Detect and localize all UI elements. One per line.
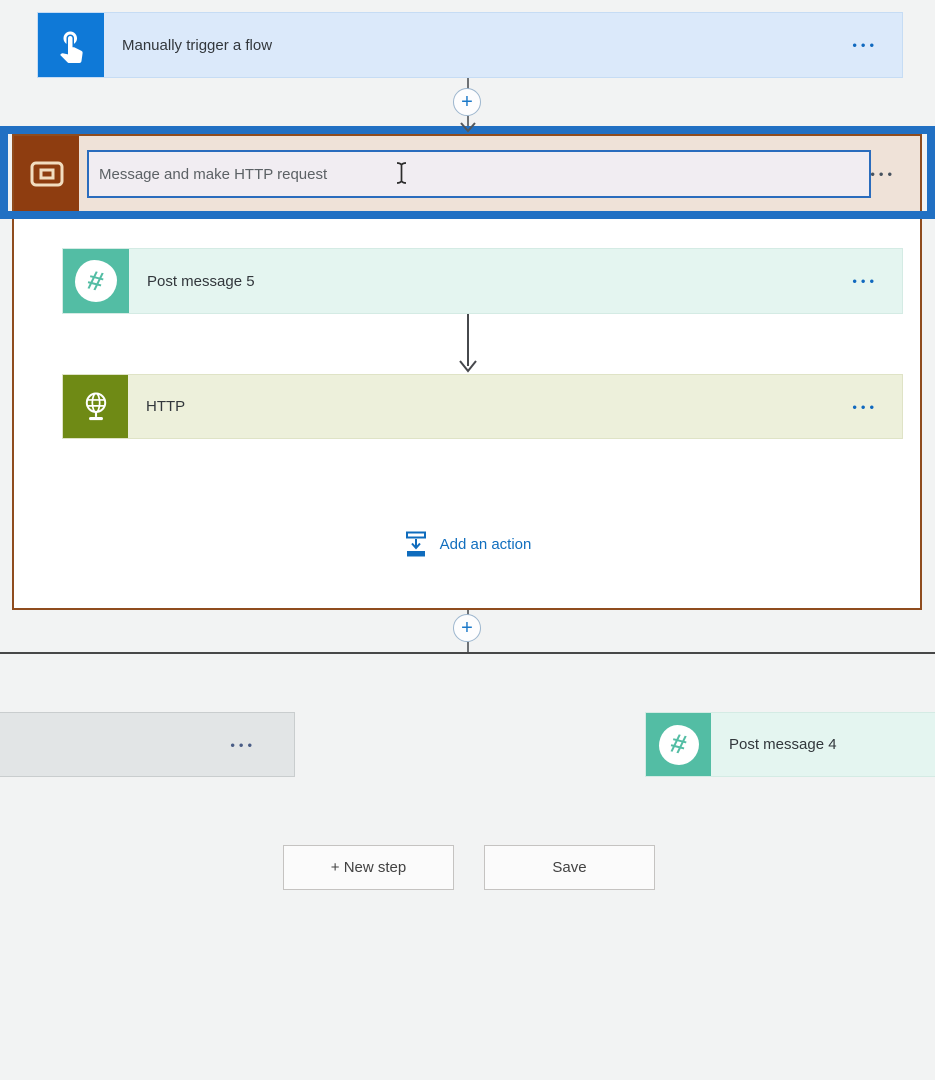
slack-hash-icon: #	[63, 249, 129, 313]
action-label: Post message 5	[147, 272, 255, 290]
touch-icon	[38, 13, 104, 77]
action-card-http[interactable]: HTTP •••	[62, 374, 903, 439]
connector-line	[467, 116, 469, 128]
action-label: HTTP	[146, 398, 186, 415]
scope-frame-icon	[14, 136, 79, 212]
arrow-down-icon	[460, 122, 476, 133]
scope-header[interactable]: •••	[14, 136, 920, 212]
trigger-label: Manually trigger a flow	[122, 36, 273, 54]
add-an-action-link[interactable]: Add an action	[0, 531, 935, 558]
branch-card-left[interactable]: •••	[0, 712, 295, 777]
new-step-button[interactable]: + New step	[283, 845, 454, 890]
insert-action-icon	[405, 531, 426, 557]
action-menu-ellipsis-button[interactable]: •••	[852, 399, 878, 414]
arrow-down-icon	[459, 360, 477, 373]
globe-icon	[63, 375, 128, 438]
scope-title-input[interactable]	[87, 150, 871, 198]
insert-step-plus-button-top[interactable]: +	[453, 88, 481, 116]
trigger-card-manually-trigger-a-flow[interactable]: Manually trigger a flow •••	[37, 12, 903, 78]
connector-line	[467, 642, 469, 654]
scope-menu-ellipsis-button[interactable]: •••	[870, 166, 896, 182]
connector-line	[467, 314, 469, 366]
connector-line	[467, 78, 469, 90]
action-card-post-message-5[interactable]: # Post message 5 •••	[62, 248, 903, 314]
branch-card-post-message-4[interactable]: # Post message 4	[645, 712, 935, 777]
trigger-menu-ellipsis-button[interactable]: •••	[852, 37, 878, 53]
add-an-action-label: Add an action	[439, 536, 532, 553]
action-menu-ellipsis-button[interactable]: •••	[852, 273, 878, 289]
parallel-branch-divider	[0, 652, 935, 654]
save-button[interactable]: Save	[484, 845, 655, 890]
insert-step-plus-button-bottom[interactable]: +	[453, 614, 481, 642]
branch-menu-ellipsis-button[interactable]: •••	[230, 737, 256, 752]
connector-line	[467, 610, 469, 616]
slack-hash-icon: #	[646, 713, 711, 776]
branch-card-label: Post message 4	[729, 736, 837, 753]
